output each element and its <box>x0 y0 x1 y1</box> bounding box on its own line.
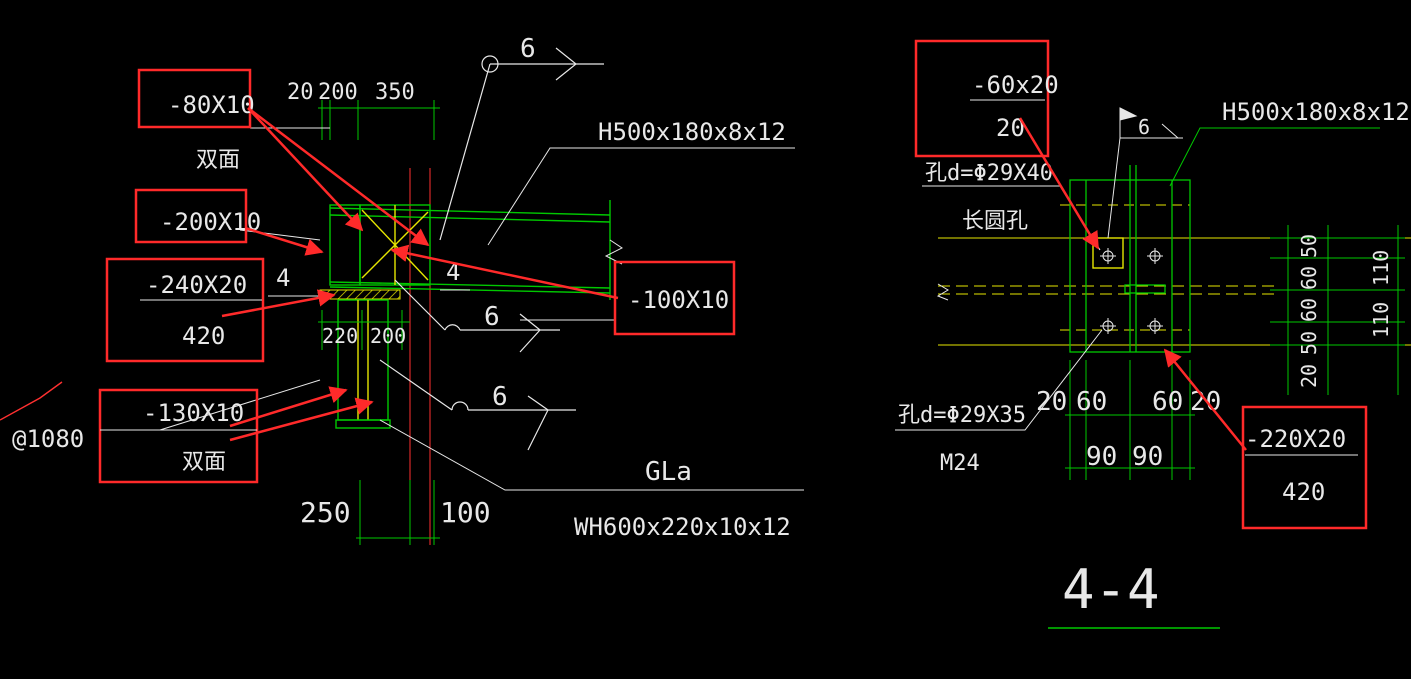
weld-symbol-low <box>379 359 576 451</box>
hdim: 60 <box>1152 387 1183 417</box>
leader-line <box>159 379 321 431</box>
column-section-label: WH600x220x10x12 <box>574 513 791 541</box>
callout-arrows-right <box>1018 117 1247 451</box>
top-dim-350: 350 <box>375 80 415 105</box>
hdim: 60 <box>1076 387 1107 417</box>
callout-80x10-size: -80X10 <box>168 91 255 119</box>
hdim: 90 <box>1132 442 1163 472</box>
beam-label-right: H500x180x8x12 <box>1222 98 1410 126</box>
beam-label-left: H500x180x8x12 <box>598 118 786 146</box>
callout-60x20[interactable]: -60x20 20 <box>914 39 1059 158</box>
vdim: 110 <box>1369 250 1393 286</box>
weld-size-top: 6 <box>520 34 536 64</box>
beam-leader-right <box>1169 127 1380 187</box>
callout-200x10-size: -200X10 <box>160 208 261 236</box>
top-dim-20: 20 <box>287 80 314 105</box>
callout-arrows <box>221 107 619 442</box>
mid-dimension-line <box>318 310 410 350</box>
weld-flag-symbol <box>1107 107 1183 239</box>
hdim: 90 <box>1086 442 1117 472</box>
horizontal-dimension-lines <box>1065 360 1195 480</box>
top-dim-200: 200 <box>318 80 358 105</box>
callout-240x20-length: 420 <box>182 322 225 350</box>
vdim: 50 <box>1297 234 1321 258</box>
beam-leader <box>487 147 795 246</box>
column-name: GLa <box>645 457 692 487</box>
spacing-label: @1080 <box>12 425 84 453</box>
section-title: 4-4 <box>1062 558 1160 621</box>
spacing-leader <box>0 381 63 421</box>
vertical-dims-text: 50 60 60 50 20 110 110 <box>1297 234 1393 388</box>
bottom-dim-100: 100 <box>440 496 491 529</box>
mid-dim-200: 200 <box>370 324 406 348</box>
vdim: 50 <box>1297 331 1321 355</box>
callout-100x10[interactable]: -100X10 <box>613 260 736 336</box>
callout-220x20-length: 420 <box>1282 478 1325 506</box>
top-dimension-line <box>318 100 440 140</box>
vdim: 60 <box>1297 298 1321 322</box>
mid-dim-220: 220 <box>322 324 358 348</box>
callout-220x20-size: -220X20 <box>1245 425 1346 453</box>
weld-symbol-top <box>439 47 604 241</box>
callout-240x20[interactable]: -240X20 420 <box>105 257 265 363</box>
weld-size-low: 6 <box>492 382 508 412</box>
hole-top-spec: 孔d=Φ29X40 <box>925 161 1053 186</box>
column-leader <box>379 419 804 491</box>
break-line <box>936 283 949 301</box>
callout-130x10[interactable]: -130X10 双面 <box>98 388 259 484</box>
vdim: 60 <box>1297 266 1321 290</box>
bolt-marks <box>1100 248 1163 334</box>
vertical-dimension-lines <box>1270 225 1405 395</box>
callout-80x10[interactable]: -80X10 双面 <box>137 68 255 173</box>
callout-80x10-note: 双面 <box>196 148 240 173</box>
bottom-dim-250: 250 <box>300 496 351 529</box>
callout-200x10[interactable]: -200X10 <box>134 188 261 244</box>
weld-size-right: 6 <box>1138 115 1150 139</box>
weld-size-mid: 6 <box>484 302 500 332</box>
callout-220x20[interactable]: -220X20 420 <box>1241 405 1368 530</box>
end-plate <box>1069 165 1191 353</box>
break-line <box>604 239 623 265</box>
hole-top-note: 长圆孔 <box>962 209 1028 234</box>
hole-bottom-spec: 孔d=Φ29X35 <box>898 403 1026 428</box>
left-elevation-view: 20 200 350 <box>0 34 804 545</box>
section-mark-4: 4 <box>276 264 290 292</box>
vdim: 110 <box>1369 302 1393 338</box>
callout-100x10-size: -100X10 <box>628 286 729 314</box>
callout-240x20-size: -240X20 <box>146 271 247 299</box>
callout-130x10-note: 双面 <box>182 450 226 475</box>
callout-60x20-size: -60x20 <box>972 71 1059 99</box>
bolt-spec: M24 <box>940 451 980 476</box>
bottom-dimension-line <box>356 480 440 545</box>
weld-symbol-mid <box>394 279 560 353</box>
callout-130x10-size: -130X10 <box>143 399 244 427</box>
hdim: 20 <box>1036 387 1067 417</box>
vdim: 20 <box>1297 364 1321 388</box>
leader-line <box>895 329 1103 431</box>
right-section-view: 50 60 60 50 20 110 110 20 60 60 20 90 90 <box>895 39 1411 629</box>
